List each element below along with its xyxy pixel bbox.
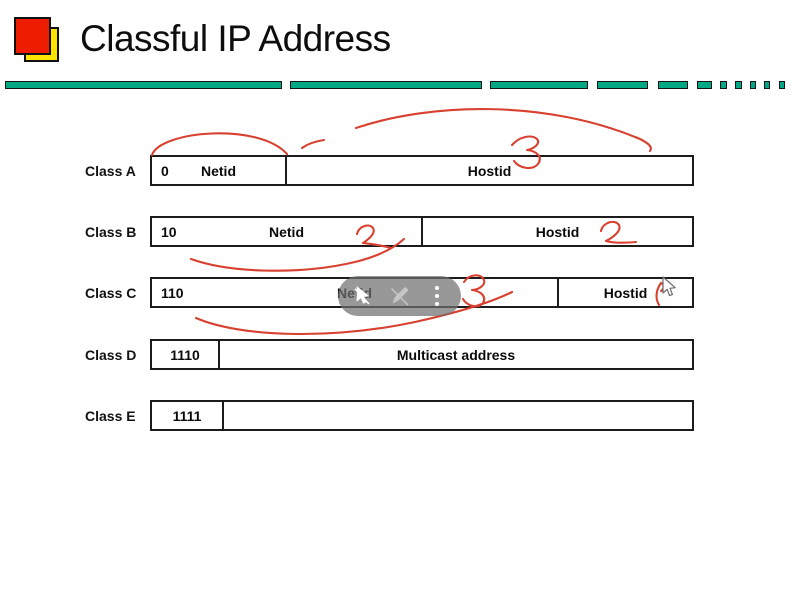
floating-toolbar[interactable]: [338, 276, 461, 316]
class-a-hostid-cell: Hostid: [287, 157, 692, 184]
class-b-hostid-cell: Hostid: [423, 218, 692, 245]
class-c-hostid-cell: Hostid: [559, 279, 692, 306]
class-d-multicast-label: Multicast address: [396, 346, 516, 363]
divider-segment: [597, 81, 648, 89]
class-c-hostid-label: Hostid: [603, 284, 648, 301]
divider-segment: [750, 81, 756, 89]
divider-segment: [779, 81, 785, 89]
ink-dash-class-a: [300, 138, 326, 150]
row-label-class-b: Class B: [85, 223, 137, 240]
class-a-hostid-label: Hostid: [467, 162, 512, 179]
logo-red-square: [14, 17, 51, 55]
divider-segment: [720, 81, 727, 89]
class-b-row: Class B 10 Netid Hostid: [0, 216, 798, 247]
divider-segment: [290, 81, 482, 89]
divider-segment: [5, 81, 282, 89]
row-label-class-c: Class C: [85, 284, 137, 301]
class-a-netid-cell: 0 Netid: [152, 157, 287, 184]
divider-segment: [490, 81, 588, 89]
class-a-address-box: 0 Netid Hostid: [150, 155, 694, 186]
divider-segment: [697, 81, 712, 89]
class-d-prefix-bits: 1110: [170, 346, 200, 363]
class-a-prefix-bits: 0: [161, 162, 169, 179]
class-a-row: Class A 0 Netid Hostid: [0, 155, 798, 186]
slide-title: Classful IP Address: [80, 18, 391, 59]
class-b-netid-cell: 10 Netid: [152, 218, 423, 245]
class-d-prefix-cell: 1110: [152, 341, 220, 368]
pen-tool-icon[interactable]: [388, 283, 412, 309]
class-e-reserved-cell: [224, 402, 692, 429]
class-d-multicast-cell: Multicast address: [220, 341, 692, 368]
class-e-row: Class E 1111: [0, 400, 798, 431]
class-d-address-box: 1110 Multicast address: [150, 339, 694, 370]
class-e-prefix-bits: 1111: [172, 407, 202, 424]
more-options-icon[interactable]: [425, 283, 449, 309]
class-b-netid-label: Netid: [269, 223, 304, 240]
divider-segment: [764, 81, 770, 89]
divider-bar: [0, 81, 798, 90]
pointer-tool-icon[interactable]: [350, 283, 374, 309]
row-label-class-d: Class D: [85, 346, 137, 363]
divider-segment: [658, 81, 688, 89]
class-e-address-box: 1111: [150, 400, 694, 431]
class-d-row: Class D 1110 Multicast address: [0, 339, 798, 370]
class-b-address-box: 10 Netid Hostid: [150, 216, 694, 247]
class-c-prefix-bits: 110: [161, 284, 184, 301]
class-e-prefix-cell: 1111: [152, 402, 224, 429]
ink-arc-class-a-hostid: [354, 108, 652, 153]
divider-segment: [735, 81, 742, 89]
ink-arc-class-a-netid: [150, 132, 289, 157]
class-b-prefix-bits: 10: [161, 223, 177, 240]
row-label-class-a: Class A: [85, 162, 136, 179]
class-b-hostid-label: Hostid: [535, 223, 580, 240]
class-a-netid-label: Netid: [201, 162, 236, 179]
row-label-class-e: Class E: [85, 407, 136, 424]
